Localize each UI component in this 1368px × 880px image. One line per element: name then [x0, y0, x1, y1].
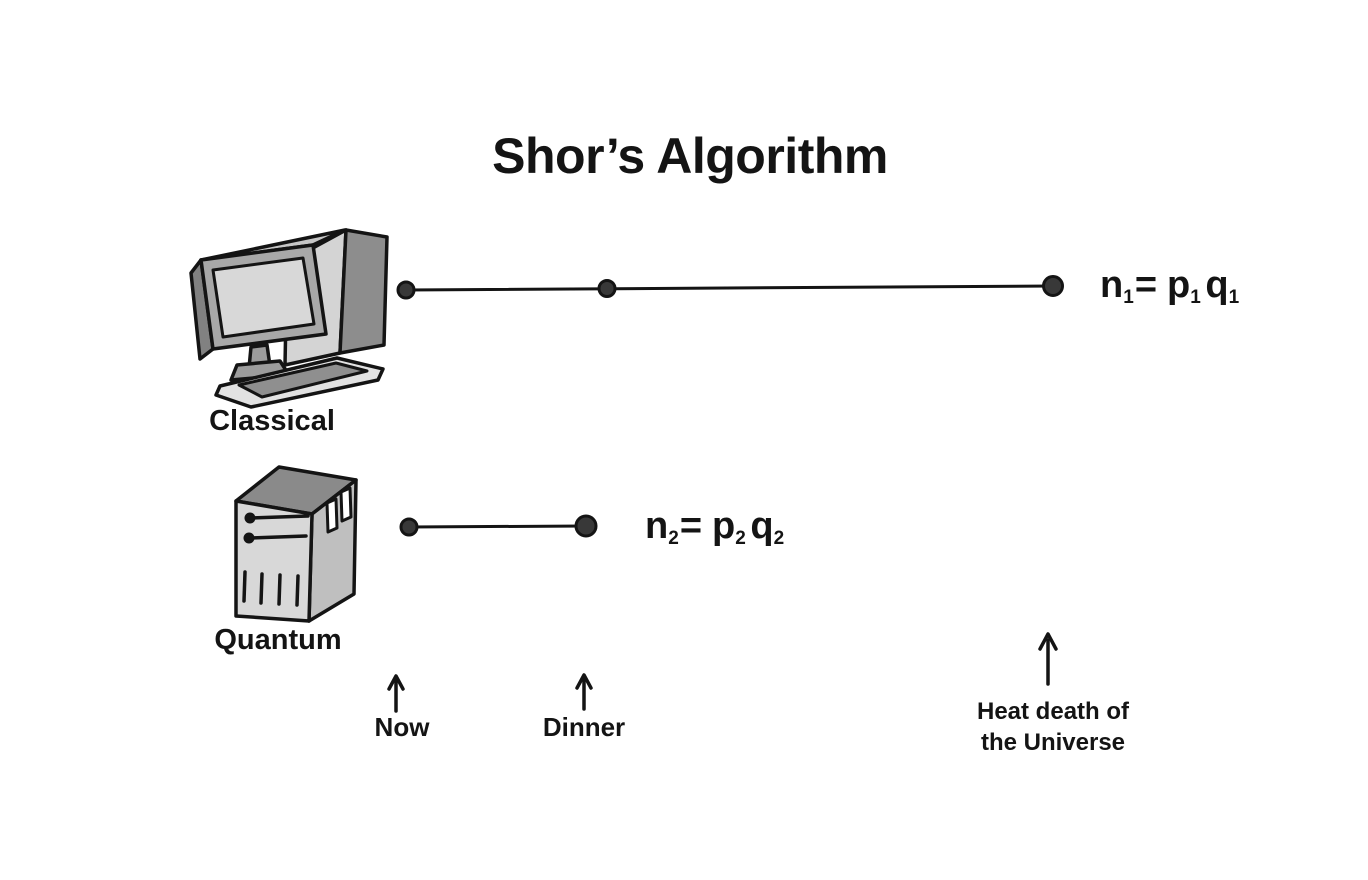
tower-vent-slot: [325, 497, 339, 534]
timeline-dot-heat-death: [1042, 275, 1064, 297]
tower-vent-line: [277, 573, 282, 606]
tower-led: [244, 512, 256, 524]
tower-vent-slot: [339, 486, 353, 523]
quantum-computer-icon: [234, 465, 358, 623]
tower-vent-line: [295, 574, 300, 607]
formula-var: n: [645, 505, 669, 547]
dinner-up-arrow-icon: [575, 673, 593, 711]
tower-led: [243, 532, 255, 544]
tower-vent-line: [259, 572, 264, 605]
formula-var-subscript: 1: [1123, 287, 1134, 309]
tower-vent-line: [242, 570, 247, 603]
now-up-arrow-icon: [387, 674, 405, 713]
formula-p: p: [1167, 264, 1191, 306]
timeline-dot-dinner: [574, 514, 598, 538]
classical-computer-icon: [189, 228, 389, 409]
marker-label-dinner: Dinner: [542, 712, 626, 742]
tower-drive-line: [250, 514, 310, 520]
page-title: Shor’s Algorithm: [492, 128, 888, 184]
formula-q-subscript: 1: [1228, 287, 1240, 309]
formula-equals: =: [1134, 264, 1158, 306]
classical-timeline: [396, 275, 1064, 300]
tower-front: [234, 499, 314, 623]
quantum-label: Quantum: [214, 624, 342, 656]
timeline-dot-now: [396, 280, 416, 300]
formula-p-subscript: 2: [735, 528, 746, 550]
timeline-dot-dinner: [597, 279, 617, 298]
quantum-timeline: [399, 514, 598, 538]
timeline-dot-now: [399, 517, 419, 537]
formula-var-subscript: 2: [668, 528, 679, 550]
formula-q-subscript: 2: [773, 528, 785, 550]
classical-label: Classical: [209, 405, 335, 437]
timeline-line: [404, 284, 1055, 292]
crt-housing-side: [338, 228, 389, 355]
heat-death-up-arrow-icon: [1038, 632, 1058, 686]
formula-p-subscript: 1: [1190, 287, 1201, 309]
tower-drive-line: [249, 534, 308, 540]
marker-label-heat-death: Heat death of the Universe: [977, 696, 1129, 758]
keyboard-top: [237, 361, 369, 399]
monitor-screen: [211, 256, 316, 339]
heat-death-line2: the Universe: [980, 729, 1126, 756]
formula-var: n: [1100, 264, 1124, 306]
timeline-line: [407, 524, 588, 529]
formula-q: q: [750, 505, 774, 547]
marker-label-now: Now: [374, 712, 430, 742]
formula-q: q: [1205, 264, 1229, 306]
formula-equals: =: [679, 505, 703, 547]
formula-p: p: [712, 505, 736, 547]
heat-death-line1: Heat death of: [976, 698, 1130, 725]
